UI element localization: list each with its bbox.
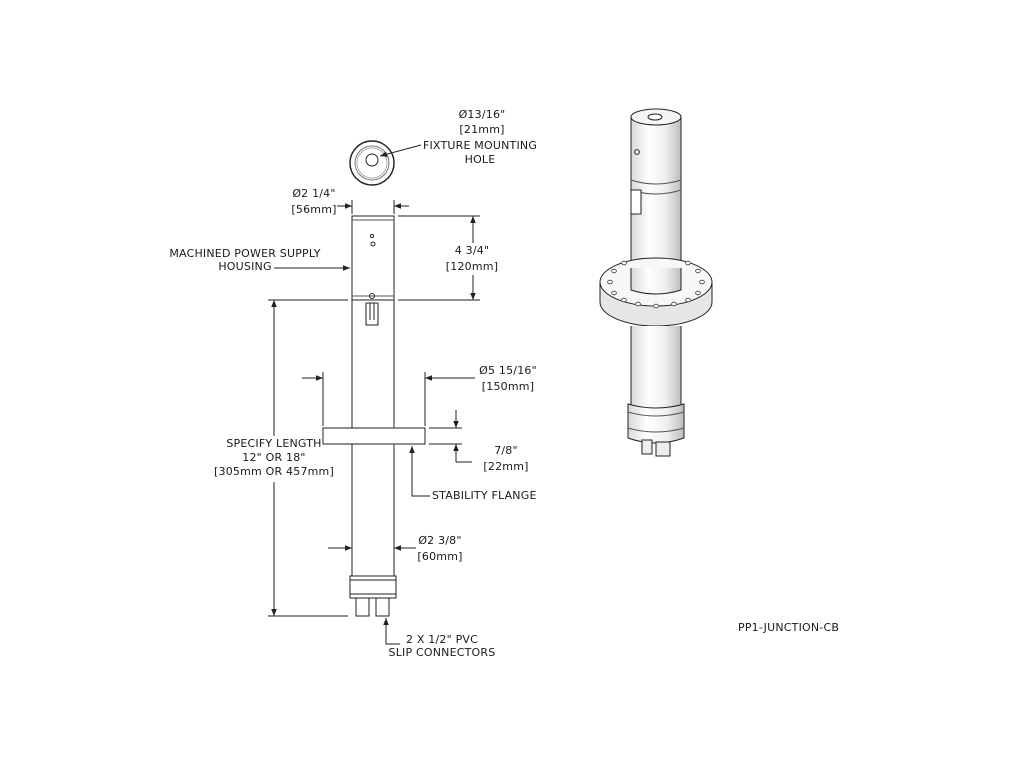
housing-dia-label: Ø2 1/4" [292,187,336,200]
slip-label-2: SLIP CONNECTORS [388,646,496,659]
housing-length-label: 4 3/4" [454,244,490,257]
top-view-outer-ring [349,140,395,186]
flange-thk-mm-label: [22mm] [483,460,529,473]
iso-clip [630,189,642,215]
housing-screw-top [369,233,375,239]
housing-length-dimension [398,215,480,301]
pole-screw [369,293,375,299]
mount-hole-dia-label: Ø13/16" [458,108,506,121]
length-title-1: SPECIFY LENGTH [226,437,322,450]
length-title-3: [305mm OR 457mm] [214,465,334,478]
top-view-inner-ring-2 [356,147,388,179]
flange-leader [409,446,430,497]
housing-length-mm-label: [120mm] [445,260,499,273]
length-title-2: 12" OR 18" [242,451,306,464]
iso-slip-left [641,439,653,455]
flange-thickness-dimension [429,410,472,463]
iso-screw [634,149,640,155]
pole-clip [365,302,379,326]
housing-dia-dimension [337,200,409,214]
housing-screw-bottom [370,241,376,247]
flange-dia-mm-label: [150mm] [481,380,535,393]
slip-connector-right [375,597,390,617]
isometric-view [599,108,713,457]
part-number: PP1-JUNCTION-CB [738,621,840,634]
mount-hole-mm-label: [21mm] [459,123,505,136]
stability-flange [322,427,426,445]
iso-bottom-collar [627,403,685,444]
mount-hole-title-2: HOLE [464,153,496,166]
housing-title-1: MACHINED POWER SUPPLY [169,247,321,260]
top-view [349,140,395,186]
flange-dia-label: Ø5 15/16" [479,364,537,377]
flange-dia-dimension [302,372,475,426]
slip-connector-left [355,597,370,617]
pole-dia-label: Ø2 3/8" [418,534,462,547]
iso-slip-right [655,441,671,457]
side-elevation [322,215,426,617]
flange-thk-label: 7/8" [494,444,518,457]
iso-lower-tube [630,326,682,411]
slip-connector-leader [383,618,400,645]
housing-dia-mm-label: [56mm] [291,203,337,216]
mounting-hole [365,153,379,167]
mount-hole-title-1: FIXTURE MOUNTING [422,139,538,152]
bottom-collar [349,575,397,599]
pole-dia-mm-label: [60mm] [417,550,463,563]
iso-top-hole [647,113,663,121]
slip-label-1: 2 X 1/2" PVC [405,633,479,646]
overall-length-dimension [268,299,348,617]
iso-flange-holes [607,260,705,309]
top-view-inner-ring [354,145,390,181]
housing-title-2: HOUSING [218,260,272,273]
flange-title: STABILITY FLANGE [432,489,537,502]
power-supply-housing [351,215,395,301]
mount-hole-leader [379,144,422,157]
